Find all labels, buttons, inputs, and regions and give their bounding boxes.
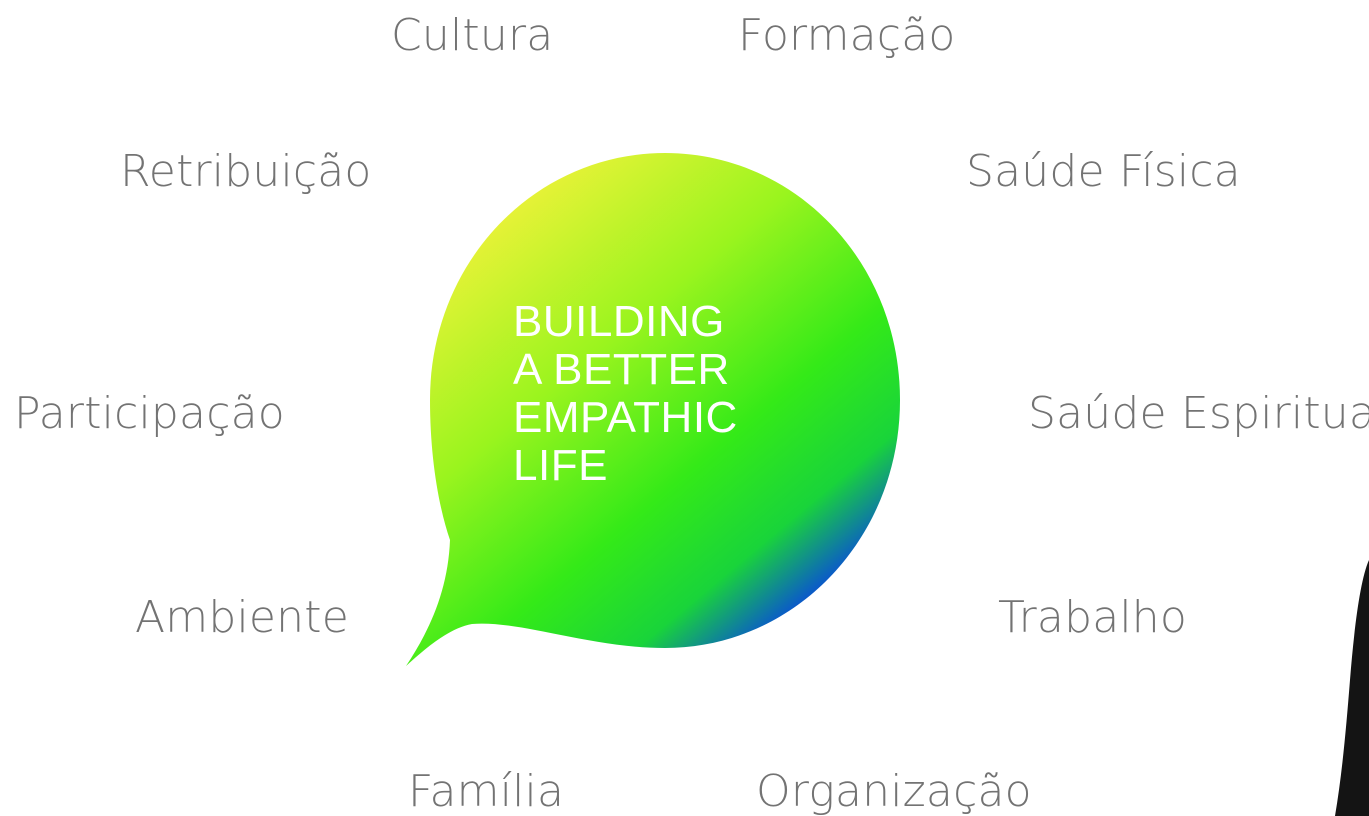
bubble-line-1: BUILDING — [513, 297, 725, 346]
label-retribuicao: Retribuição — [120, 146, 372, 197]
label-saude-fisica: Saúde Física — [966, 146, 1241, 197]
label-ambiente: Ambiente — [135, 592, 349, 643]
bubble-text: BUILDING A BETTER EMPATHIC LIFE — [513, 298, 738, 490]
label-familia: Família — [408, 766, 565, 816]
bubble-line-2: A BETTER — [513, 345, 730, 394]
speech-bubble-shape — [406, 153, 900, 666]
bubble-line-3: EMPATHIC — [513, 393, 738, 442]
person-silhouette — [1335, 560, 1369, 816]
label-participacao: Participação — [14, 388, 285, 439]
label-trabalho: Trabalho — [998, 592, 1187, 643]
label-formacao: Formação — [738, 10, 956, 61]
label-organizacao: Organização — [756, 766, 1032, 816]
bubble-line-4: LIFE — [513, 441, 608, 490]
label-cultura: Cultura — [391, 10, 554, 61]
label-saude-espiritual: Saúde Espiritual — [1028, 388, 1369, 439]
